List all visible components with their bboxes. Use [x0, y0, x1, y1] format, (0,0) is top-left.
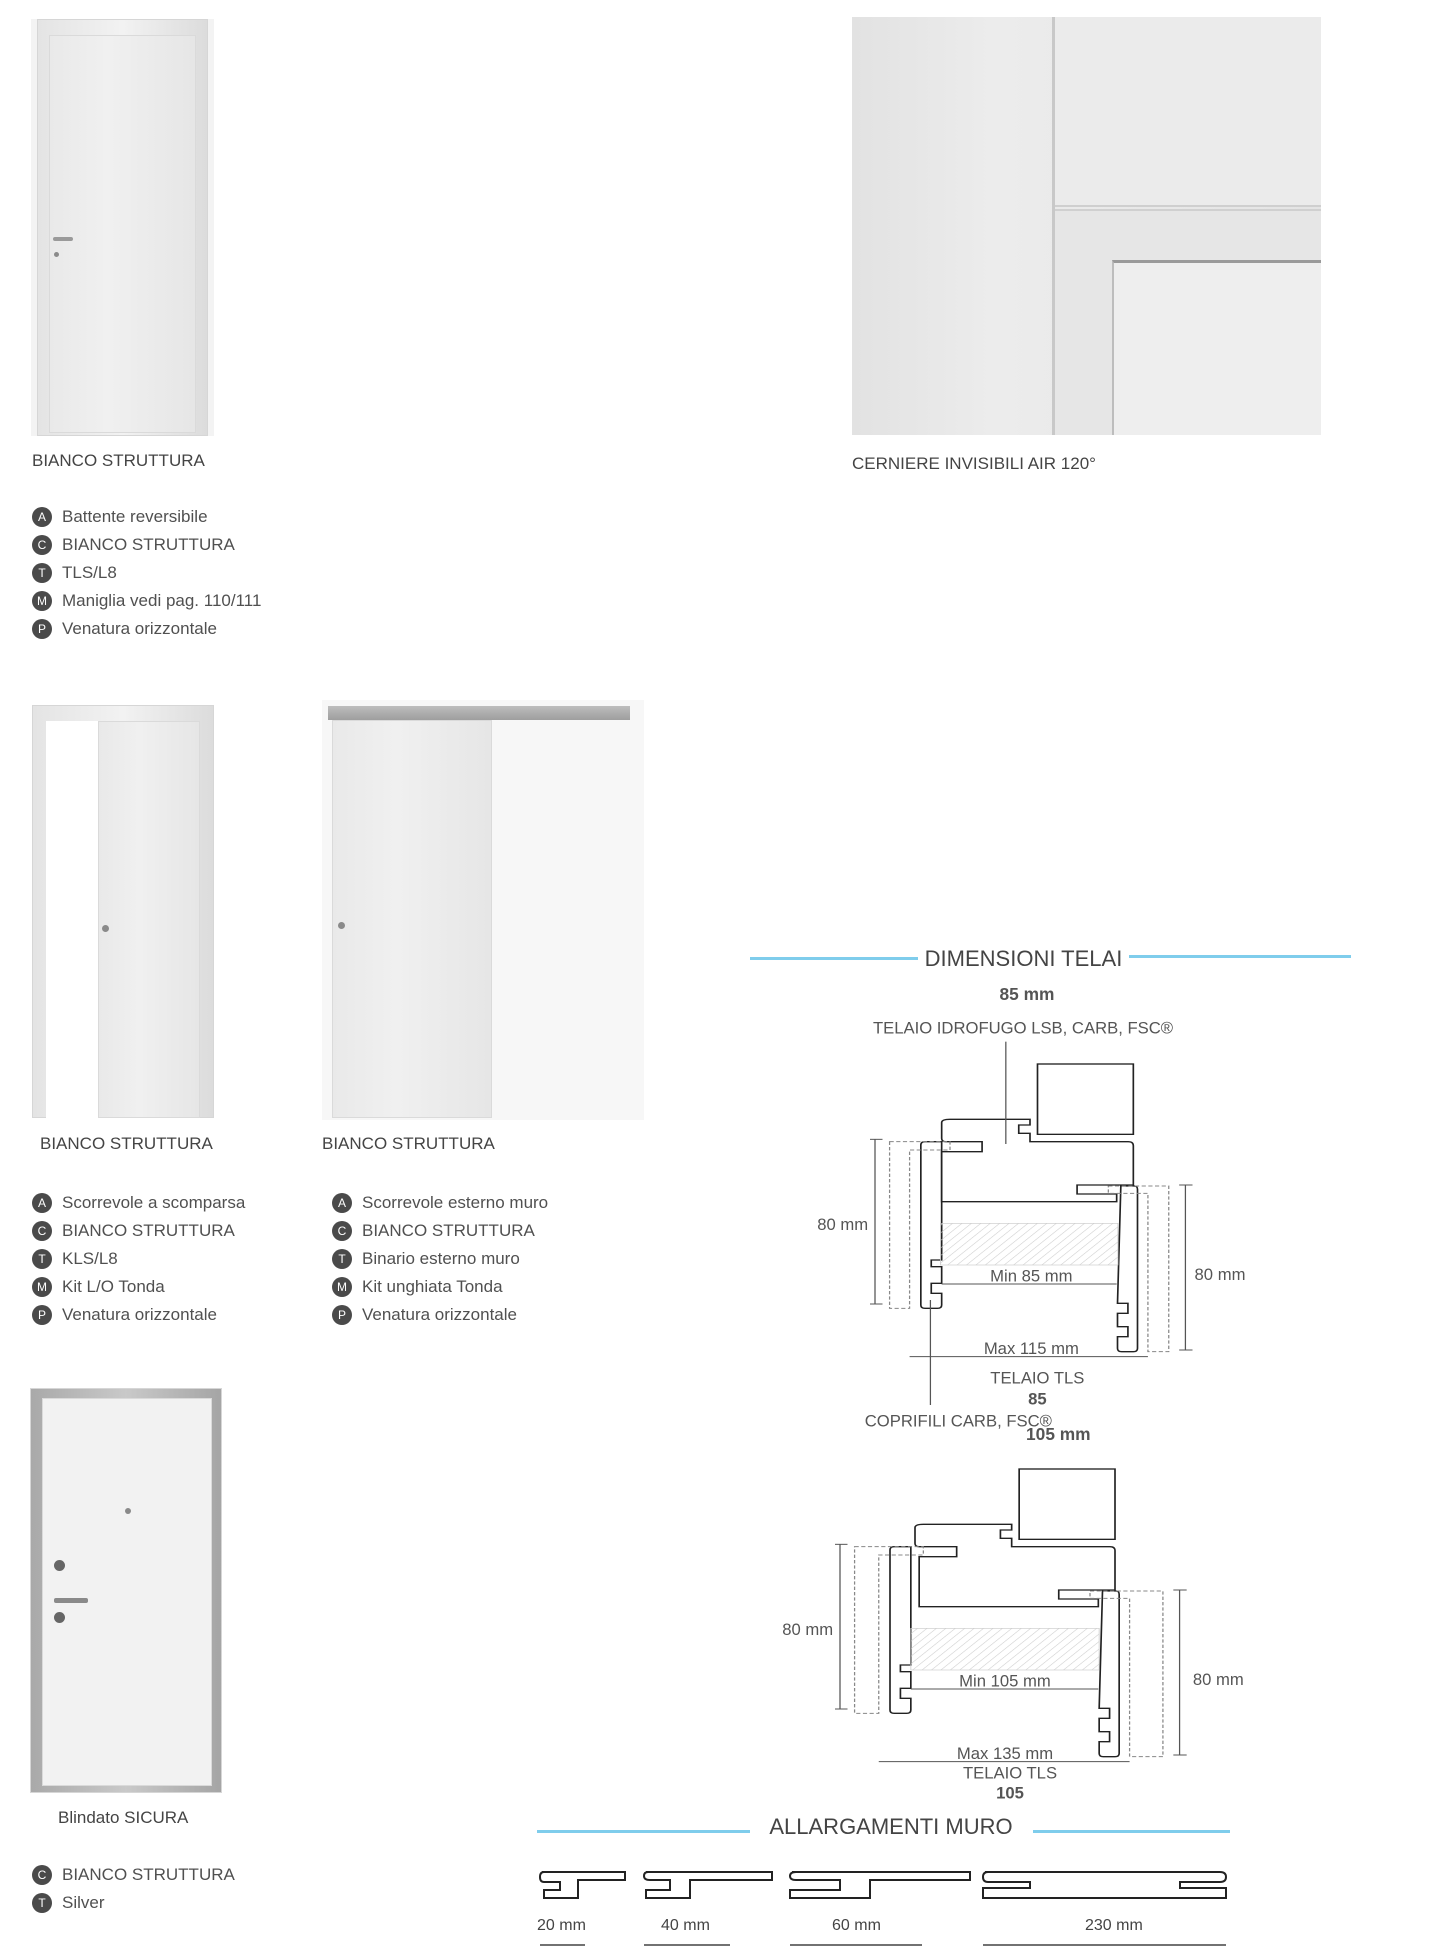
extension-label-230: 230 mm [1085, 1917, 1143, 1934]
badge-p-icon: P [332, 1305, 352, 1325]
door-image-scomparsa [32, 705, 214, 1118]
badge-c-icon: C [332, 1221, 352, 1241]
door-handle-icon [54, 1598, 88, 1603]
product-caption: BIANCO STRUTTURA [40, 1134, 213, 1153]
max-width-label: Max 115 mm [984, 1339, 1079, 1358]
door-image-blindato [30, 1388, 222, 1793]
product-caption: BIANCO STRUTTURA [322, 1134, 495, 1153]
door-image-esterno-muro [322, 700, 644, 1120]
badge-t-icon: T [32, 1249, 52, 1269]
min-width-label: Min 105 mm [959, 1672, 1051, 1691]
badge-a-icon: A [32, 507, 52, 527]
badge-t-icon: T [32, 563, 52, 583]
section-title-dimensioni: DIMENSIONI TELAI [924, 946, 1123, 971]
heading-105mm: 105 mm [1026, 1424, 1091, 1444]
product-caption: Blindato SICURA [58, 1808, 189, 1827]
badge-p-icon: P [32, 619, 52, 639]
badge-a-icon: A [32, 1193, 52, 1213]
sliding-rail [328, 706, 630, 720]
telaio-tls-label: TELAIO TLS [990, 1368, 1084, 1387]
door-handle-icon [53, 237, 73, 241]
telaio-tls-number: 85 [1028, 1389, 1047, 1408]
telaio-tls-number: 105 [996, 1783, 1024, 1802]
badge-c-icon: C [32, 1221, 52, 1241]
badge-t-icon: T [32, 1893, 52, 1913]
section-divider [1129, 955, 1351, 958]
badge-p-icon: P [32, 1305, 52, 1325]
badge-a-icon: A [332, 1193, 352, 1213]
frame-diagram-85: 85 mm TELAIO IDROFUGO LSB, CARB, FSC® 80… [817, 984, 1246, 1431]
max-width-label: Max 135 mm [957, 1744, 1053, 1763]
product-caption: BIANCO STRUTTURA [32, 451, 205, 470]
badge-c-icon: C [32, 1865, 52, 1885]
door-image-battente [31, 19, 214, 436]
extension-label-40: 40 mm [661, 1917, 710, 1934]
hinge-detail-image [852, 17, 1321, 435]
left-height-label: 80 mm [782, 1620, 833, 1639]
extension-label-20: 20 mm [537, 1917, 586, 1934]
right-height-label: 80 mm [1193, 1670, 1244, 1689]
telaio-tls-label: TELAIO TLS [963, 1763, 1057, 1782]
section-divider [1033, 1830, 1230, 1833]
min-width-label: Min 85 mm [990, 1267, 1072, 1286]
telaio-label: TELAIO IDROFUGO LSB, CARB, FSC® [873, 1018, 1174, 1037]
badge-m-icon: M [32, 591, 52, 611]
section-title-allargamenti: ALLARGAMENTI MURO [769, 1814, 1013, 1839]
coprifili-label: COPRIFILI CARB, FSC® [865, 1412, 1053, 1431]
badge-m-icon: M [32, 1277, 52, 1297]
badge-c-icon: C [32, 535, 52, 555]
right-height-label: 80 mm [1195, 1265, 1246, 1284]
left-height-label: 80 mm [817, 1215, 868, 1234]
badge-m-icon: M [332, 1277, 352, 1297]
badge-t-icon: T [332, 1249, 352, 1269]
extension-label-60: 60 mm [832, 1917, 881, 1934]
detail-caption: CERNIERE INVISIBILI AIR 120° [852, 454, 1096, 473]
section-divider [537, 1830, 750, 1833]
wall-extension-profiles [538, 1871, 1228, 1946]
frame-diagram-105: 105 mm 80 mm Min 105 mm 80 mm Max 135 mm… [782, 1424, 1244, 1802]
heading-85mm: 85 mm [1000, 984, 1055, 1004]
section-divider [750, 957, 918, 960]
